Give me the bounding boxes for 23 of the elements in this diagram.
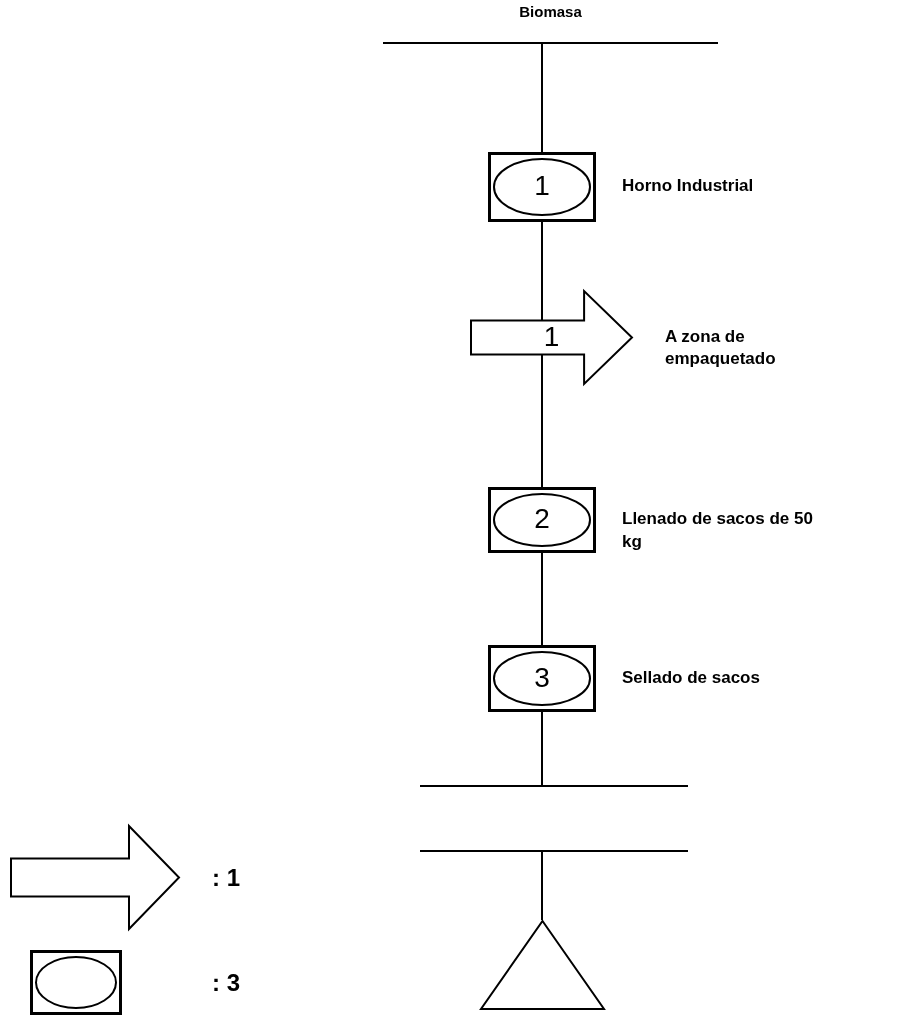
step-description: Sellado de sacos [622, 666, 761, 689]
transport-arrow [470, 290, 633, 385]
step-number: 1 [542, 320, 561, 353]
storage-triangle [480, 920, 605, 1010]
flow-line [541, 552, 543, 646]
flow-line [541, 851, 543, 921]
operation-symbol [488, 645, 596, 712]
operation-symbol [488, 487, 596, 553]
flow-start-label: Biomasa [518, 2, 583, 22]
product-band [420, 785, 688, 852]
step-description: Llenado de sacos de 50 kg [622, 508, 814, 553]
step-number: 1 [533, 170, 551, 202]
step-description: Horno Industrial [622, 175, 755, 197]
flow-line [541, 353, 543, 488]
flow-line [541, 221, 543, 322]
legend-label: : 1 [212, 862, 240, 893]
legend-label: : 3 [212, 967, 240, 998]
step-number: 3 [533, 661, 551, 694]
flow-line [541, 43, 543, 153]
step-number: 2 [533, 503, 551, 535]
step-description: A zona de empaquetado [665, 325, 777, 371]
operation-symbol [488, 152, 596, 222]
flow-line [541, 711, 543, 786]
